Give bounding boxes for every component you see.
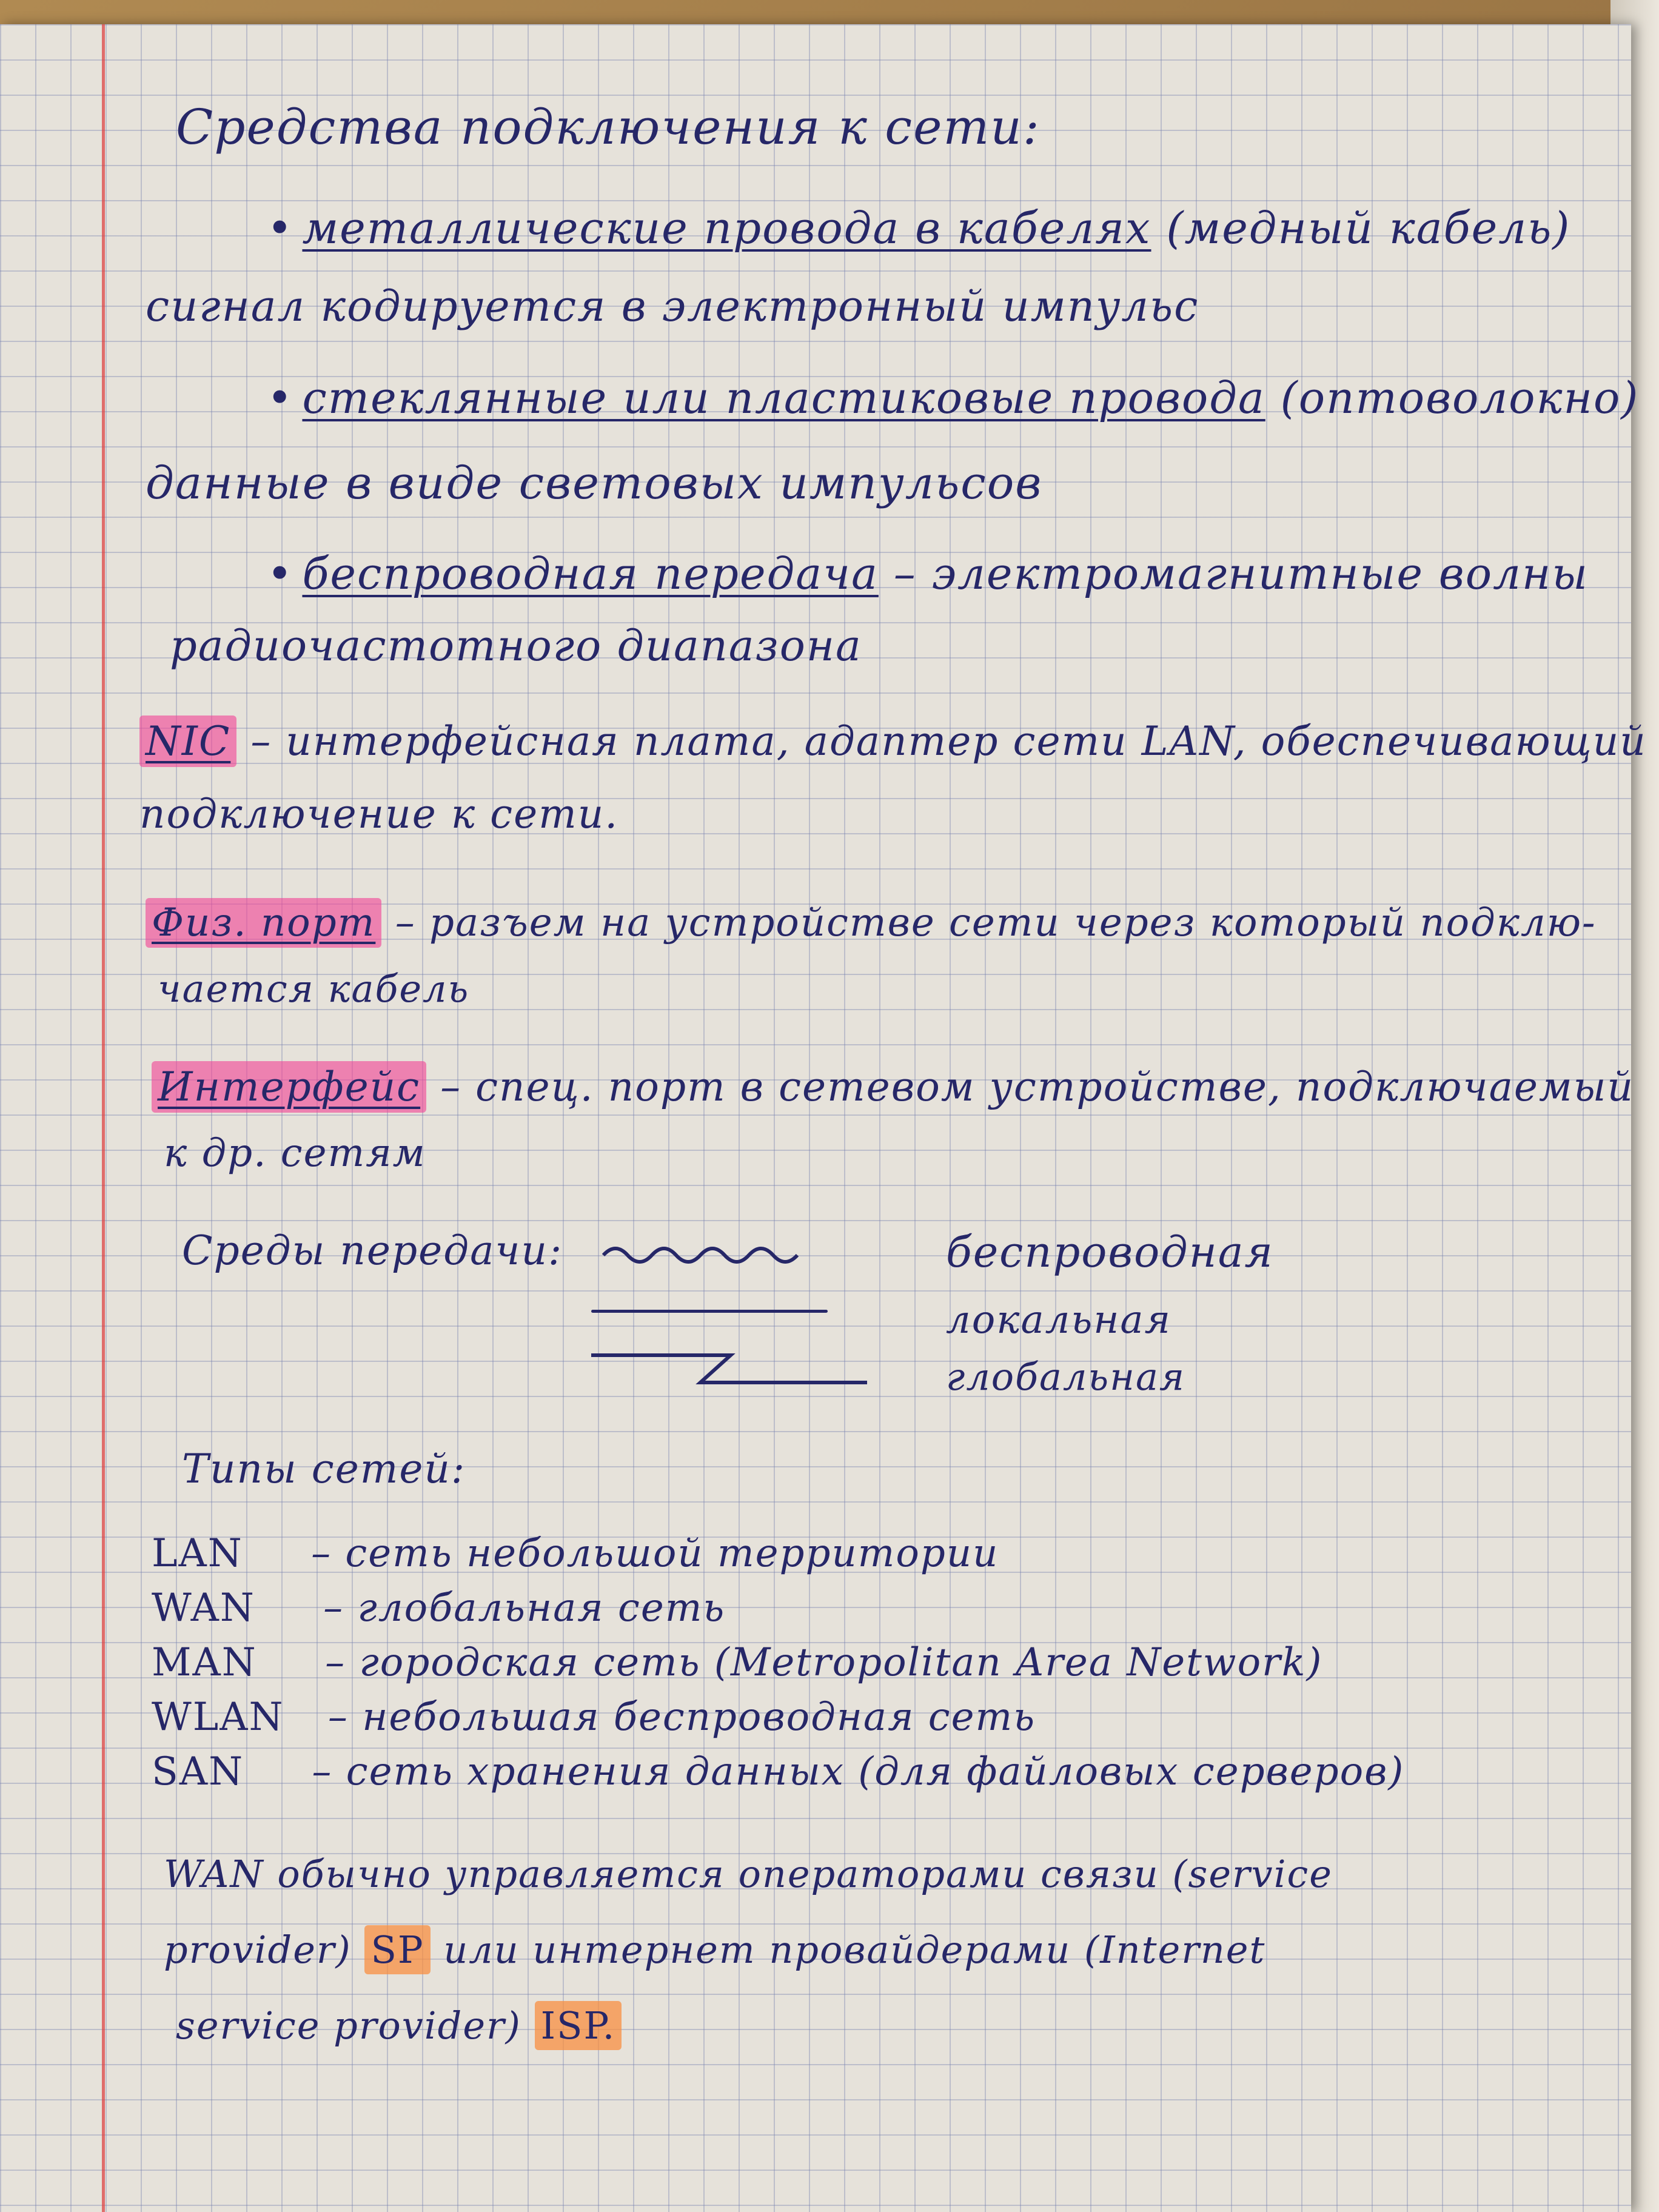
network-row-lan: LAN – сеть небольшой территории xyxy=(152,1534,999,1573)
margin-line xyxy=(102,24,105,2212)
wan-note-line-1: WAN обычно управляется операторами связи… xyxy=(164,1852,1333,1896)
nic-term: NIC xyxy=(139,716,237,767)
network-row-san: SAN – сеть хранения данных (для файловых… xyxy=(152,1752,1404,1791)
bullet-dot: • xyxy=(267,203,294,253)
bullet-dot: • xyxy=(267,548,294,599)
phys-port-text: – разъем на устройстве сети через которы… xyxy=(395,900,1597,945)
network-abbr: MAN xyxy=(152,1640,257,1685)
network-abbr: LAN xyxy=(152,1531,243,1576)
network-desc: – сеть небольшой территории xyxy=(311,1531,999,1576)
network-desc: – глобальная сеть xyxy=(323,1586,726,1631)
bullet-3-term: беспроводная передача xyxy=(302,548,879,599)
definition-interface: Интерфейс – спец. порт в сетевом устройс… xyxy=(152,1061,1634,1113)
isp-highlight: ISP. xyxy=(534,2001,622,2050)
wan-note-line-2: provider) SP или интернет провайдерами (… xyxy=(164,1925,1266,1974)
network-desc: – сеть хранения данных (для файловых сер… xyxy=(312,1749,1405,1794)
definition-nic: NIC – интерфейсная плата, адаптер сети L… xyxy=(139,716,1647,767)
wan-note-provider: provider) xyxy=(164,1928,352,1972)
definition-phys-port-cont: чается кабель xyxy=(158,967,470,1011)
network-row-wlan: WLAN – небольшая беспроводная сеть xyxy=(152,1698,1036,1737)
page-title: Средства подключения к сети: xyxy=(176,99,1041,155)
network-row-man: MAN – городская сеть (Metropolitan Area … xyxy=(152,1643,1322,1682)
network-abbr: SAN xyxy=(152,1749,244,1794)
definition-nic-cont: подключение к сети. xyxy=(139,791,619,837)
bullet-1: •металлические провода в кабелях (медный… xyxy=(267,206,1570,250)
network-abbr: WAN xyxy=(152,1586,255,1631)
definition-phys-port: Физ. порт – разъем на устройстве сети че… xyxy=(146,898,1597,948)
local-line xyxy=(591,1310,828,1313)
definition-interface-cont: к др. сетям xyxy=(164,1131,426,1176)
bullet-1-rest: (медный кабель) xyxy=(1166,203,1571,253)
media-global: глобальная xyxy=(946,1355,1186,1399)
wan-note-service-provider: service provider) xyxy=(176,2003,521,2048)
sp-highlight: SP xyxy=(364,1925,431,1974)
bullet-1-cont: сигнал кодируется в электронный импульс xyxy=(146,281,1199,331)
media-wireless: беспроводная xyxy=(946,1227,1274,1277)
bullet-2-cont: данные в виде световых импульсов xyxy=(146,457,1043,509)
interface-term: Интерфейс xyxy=(152,1061,427,1113)
network-row-wan: WAN – глобальная сеть xyxy=(152,1589,725,1627)
network-desc: – городская сеть (Metropolitan Area Netw… xyxy=(325,1640,1323,1685)
media-local: локальная xyxy=(946,1298,1171,1342)
network-types-heading: Типы сетей: xyxy=(182,1446,466,1492)
interface-text: – спец. порт в сетевом устройстве, подкл… xyxy=(440,1064,1634,1110)
network-abbr: WLAN xyxy=(152,1695,284,1740)
bullet-2-term: стеклянные или пластиковые провода xyxy=(302,372,1265,423)
media-label: Среды передачи: xyxy=(182,1227,563,1274)
notebook-page xyxy=(0,24,1631,2212)
wan-note-isp-text: или интернет провайдерами (Internet xyxy=(443,1928,1266,1972)
network-desc: – небольшая беспроводная сеть xyxy=(327,1695,1036,1740)
bullet-2: •стеклянные или пластиковые провода (опт… xyxy=(267,376,1639,420)
wan-note-line-3: service provider) ISP. xyxy=(176,2001,622,2050)
bullet-dot: • xyxy=(267,372,294,423)
bullet-1-term: металлические провода в кабелях xyxy=(302,203,1151,253)
nic-text: – интерфейсная плата, адаптер сети LAN, … xyxy=(250,718,1647,765)
bullet-3-cont: радиочастотного диапазона xyxy=(170,621,862,671)
phys-port-term: Физ. порт xyxy=(146,898,382,948)
global-line-icon xyxy=(591,1353,867,1384)
wireless-wave-icon xyxy=(602,1247,799,1264)
bullet-3: •беспроводная передача – электромагнитны… xyxy=(267,552,1589,595)
bullet-2-rest: (оптоволокно) xyxy=(1280,372,1640,423)
bullet-3-rest: – электромагнитные волны xyxy=(893,548,1589,599)
